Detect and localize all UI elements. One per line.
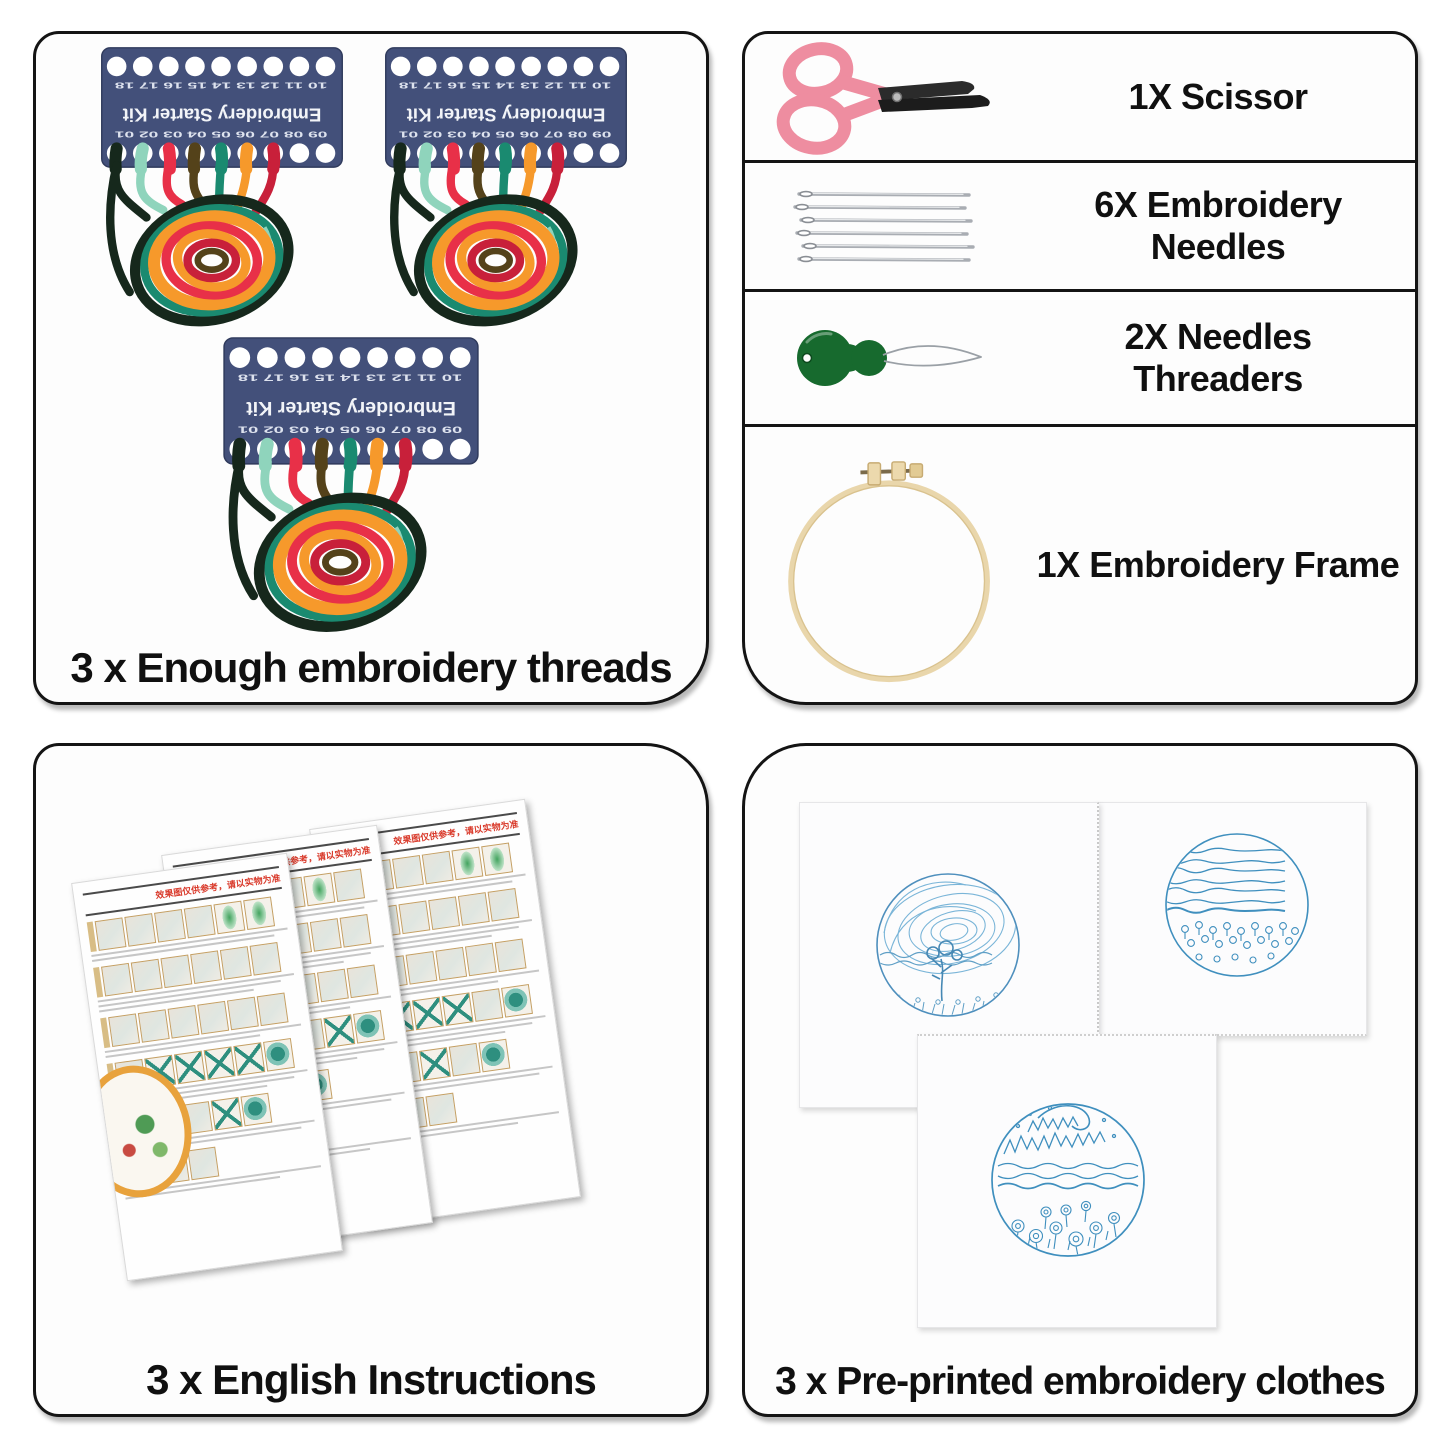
panel-tools: 1X Scissor 6X Embroidery Needles [742, 31, 1418, 705]
needle-threader-icon [796, 330, 982, 386]
tool-label-threaders: 2X Needles Threaders [1124, 316, 1312, 399]
tool-art [745, 312, 1035, 404]
thread-card [382, 44, 630, 335]
embroidery-cloth [917, 1034, 1217, 1328]
instructions-caption: 3 x English Instructions [146, 1356, 597, 1403]
cloth-print-spiral-sky [876, 873, 1020, 1017]
panel-instructions: 效果图仅供参考，请以实物为准 效果图仅供参考，请以实物为准 效果图仅供 [33, 743, 709, 1417]
threads-caption: 3 x Enough embroidery threads [70, 644, 672, 691]
tool-row-needles: 6X Embroidery Needles [745, 163, 1415, 292]
tool-art [745, 440, 1035, 690]
panel-embroidery-threads: 10 11 12 13 14 15 16 17 18 Embroidery St… [33, 31, 709, 705]
tool-row-frame: 1X Embroidery Frame [745, 427, 1415, 702]
scissors-icon [776, 42, 990, 155]
embroidery-hoop-icon [787, 460, 990, 682]
needles-icon [793, 190, 975, 263]
tool-label-scissor: 1X Scissor [1128, 76, 1308, 117]
cloth-print-waves [1165, 833, 1309, 977]
thread-card [98, 44, 346, 335]
thread-card [220, 334, 482, 641]
cloths-caption: 3 x Pre-printed embroidery clothes [775, 1360, 1386, 1403]
embroidery-cloth [1093, 802, 1367, 1036]
cloth-print-night-dandelions [991, 1103, 1145, 1257]
tool-label-frame: 1X Embroidery Frame [1036, 543, 1400, 585]
tool-art [745, 38, 1035, 156]
tool-art [745, 184, 1035, 268]
panel-cloths: 3 x Pre-printed embroidery clothes [742, 743, 1418, 1417]
tool-row-scissor: 1X Scissor [745, 34, 1415, 163]
tool-row-threaders: 2X Needles Threaders [745, 292, 1415, 427]
tool-label-needles: 6X Embroidery Needles [1094, 184, 1342, 267]
